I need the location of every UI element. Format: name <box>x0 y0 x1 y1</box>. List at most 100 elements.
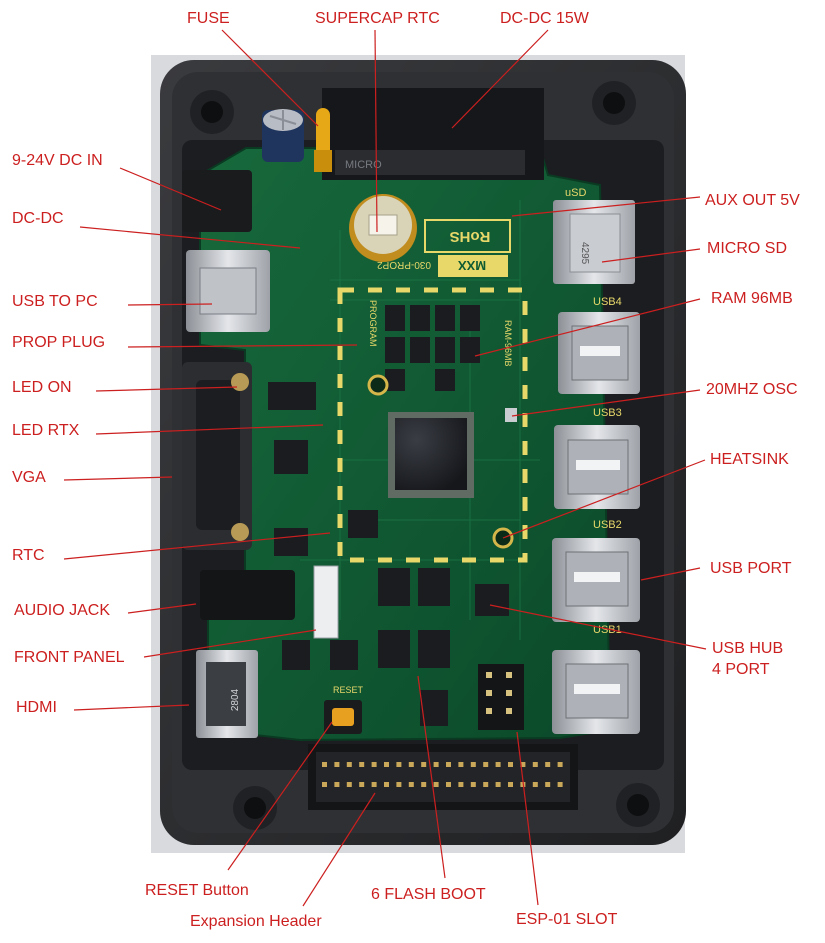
leader-fuse <box>221 29 319 127</box>
header-pin <box>359 782 365 787</box>
label-usb-hub-line2: 4 PORT <box>712 661 770 678</box>
header-pin <box>446 782 451 787</box>
label-esp-slot: ESP-01 SLOT <box>516 911 618 928</box>
usb-port-3: USB3 <box>554 407 640 509</box>
header-pin <box>446 762 451 767</box>
label-reset-button: RESET Button <box>145 882 249 899</box>
header-pin <box>359 762 365 767</box>
program-mark: PROGRAM <box>368 300 378 347</box>
header-pin <box>384 762 389 767</box>
label-audio-jack: AUDIO JACK <box>14 602 111 619</box>
leader-hdmi <box>73 704 190 711</box>
label-expansion-header: Expansion Header <box>190 913 322 930</box>
ram-mark: RAM-96MB <box>503 320 513 367</box>
reset-button <box>324 700 362 734</box>
leader-dc-in <box>119 167 222 211</box>
header-pin <box>470 782 476 787</box>
header-pin <box>508 762 513 767</box>
label-rtc: RTC <box>12 547 45 564</box>
micro-sd-slot: 4295 uSD <box>553 187 635 284</box>
header-pin <box>334 782 340 787</box>
label-usb-port: USB PORT <box>710 560 792 577</box>
hdmi-mark: 2804 <box>230 688 241 711</box>
header-pin <box>458 782 464 787</box>
hdmi-connector: 2804 <box>196 650 258 738</box>
dcdc-module: MICRO <box>322 88 544 180</box>
label-dcdc: DC-DC <box>12 210 64 227</box>
leader-front-panel <box>143 629 317 658</box>
header-pin <box>520 762 526 767</box>
label-usb-to-pc: USB TO PC <box>12 293 98 310</box>
label-fuse: FUSE <box>187 10 230 27</box>
header-pin <box>346 782 352 787</box>
header-pin <box>371 762 377 767</box>
usb4-mark: USB4 <box>593 296 622 308</box>
usb2-mark: USB2 <box>593 519 622 531</box>
usd-mark: uSD <box>565 187 586 199</box>
usb-port-2: USB2 <box>552 519 640 622</box>
label-vga: VGA <box>12 469 46 486</box>
header-pin <box>483 762 489 767</box>
header-pin <box>483 782 489 787</box>
mxx-mark: MXX <box>458 258 487 273</box>
header-pin <box>470 762 476 767</box>
label-ram: RAM 96MB <box>711 290 793 307</box>
main-cpu <box>388 412 474 498</box>
front-panel-connector <box>313 565 339 639</box>
header-pin <box>408 782 414 787</box>
header-pin <box>545 782 551 787</box>
header-pin <box>396 762 402 767</box>
header-pin <box>322 782 327 787</box>
silkscreen: RoHS MXX 030-PROP2 RAM-96MB PROGRAM RESE… <box>333 219 513 695</box>
header-pin <box>396 782 402 787</box>
leader-sd <box>601 248 701 263</box>
header-pin <box>421 762 427 767</box>
electrolytic-capacitor <box>262 109 304 162</box>
header-pin <box>346 762 352 767</box>
header-pin <box>408 762 414 767</box>
leader-supercap <box>374 29 378 233</box>
leader-dcdc <box>79 226 301 249</box>
leader-lines <box>63 29 707 907</box>
header-pin <box>433 782 439 787</box>
leader-flash <box>417 675 446 879</box>
header-pin <box>532 782 538 787</box>
header-pin <box>508 782 513 787</box>
leader-vga <box>63 476 173 481</box>
leader-rtc <box>63 532 331 560</box>
leader-ram <box>474 298 701 357</box>
fuse <box>314 108 332 172</box>
label-led-on: LED ON <box>12 379 72 396</box>
label-heatsink: HEATSINK <box>710 451 789 468</box>
header-pin <box>334 762 340 767</box>
leader-audio <box>127 603 197 614</box>
header-pin <box>545 762 551 767</box>
leader-prop-plug <box>127 344 358 348</box>
usb-b-connector <box>186 250 270 332</box>
supercap <box>349 194 417 262</box>
label-supercap-rtc: SUPERCAP RTC <box>315 10 440 27</box>
rohs-mark: RoHS <box>450 228 491 245</box>
label-hdmi: HDMI <box>16 699 57 716</box>
reset-mark: RESET <box>333 685 364 695</box>
header-pin <box>557 782 563 787</box>
header-pin <box>384 782 389 787</box>
header-pin <box>495 762 501 767</box>
label-flash-boot: 6 FLASH BOOT <box>371 886 486 903</box>
leader-esp <box>516 731 539 906</box>
vga-connector <box>182 362 252 550</box>
header-pin <box>371 782 377 787</box>
usb-port-1: USB1 <box>552 624 640 734</box>
ram-chips <box>385 305 480 391</box>
svg-text:MICRO: MICRO <box>345 159 382 171</box>
label-aux-out: AUX OUT 5V <box>705 192 800 209</box>
header-pin <box>433 762 439 767</box>
leader-usb-port <box>640 567 701 581</box>
usb3-mark: USB3 <box>593 407 622 419</box>
board-code-mark: 030-PROP2 <box>377 259 431 270</box>
label-osc: 20MHZ OSC <box>706 381 798 398</box>
misc-ics <box>268 382 509 726</box>
leader-aux <box>511 196 701 217</box>
dc-jack <box>182 170 252 232</box>
usb1-mark: USB1 <box>593 624 622 636</box>
